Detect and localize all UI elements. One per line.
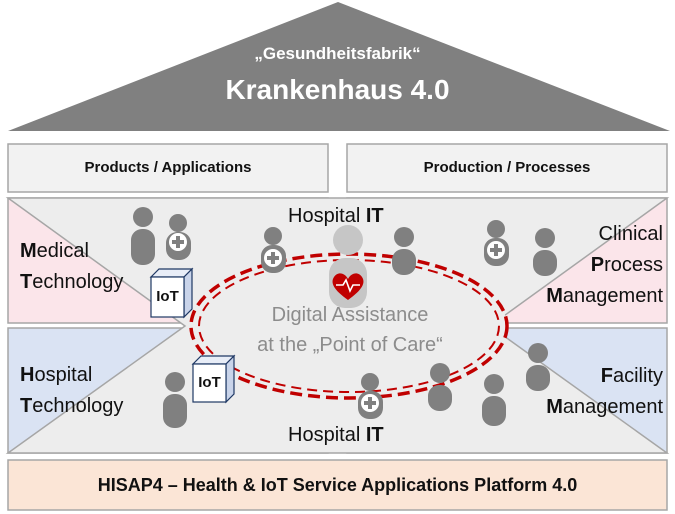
header-box-right: [346, 143, 668, 193]
person-icon: [392, 227, 416, 275]
hospital-it-label-top: Hospital IT: [288, 205, 384, 227]
person-icon: [533, 228, 557, 276]
iot-cube-icon: [191, 354, 236, 404]
header-products-applications: Products / Applications: [84, 159, 252, 176]
roof: [8, 2, 670, 131]
doctor-icon: [484, 220, 509, 266]
roof-subtitle: „Gesundheitsfabrik“: [254, 44, 421, 63]
person-icon: [428, 363, 452, 411]
doctor-icon: [358, 373, 383, 419]
label-clinical-process-management: Clinical Process Management: [546, 223, 663, 307]
person-icon: [526, 343, 550, 391]
label-hospital-technology: Hospital Technology: [20, 364, 124, 417]
center-text-line1: Digital Assistance: [271, 304, 429, 326]
doctor-icon: [261, 227, 286, 273]
footer-box: [7, 459, 668, 511]
center-text-line2: at the „Point of Care“: [257, 334, 443, 356]
header-production-processes: Production / Processes: [423, 159, 591, 176]
footer-platform-label: HISAP4 – Health & IoT Service Applicatio…: [97, 475, 578, 495]
label-facility-management: Facility Management: [546, 365, 663, 418]
heart-icon: [332, 273, 364, 300]
iot-label-top: IoT: [156, 288, 179, 305]
roof-title: Krankenhaus 4.0: [225, 74, 450, 105]
person-icon: [131, 207, 155, 265]
person-icon: [482, 374, 506, 426]
header-box-left: [7, 143, 329, 193]
label-medical-technology: Medical Technology: [20, 240, 124, 293]
iot-cube-icon: [149, 267, 194, 319]
doctor-icon: [166, 214, 191, 260]
iot-label-bottom: IoT: [198, 374, 221, 391]
hospital-it-label-bottom: Hospital IT: [288, 424, 384, 446]
person-icon: [163, 372, 187, 428]
